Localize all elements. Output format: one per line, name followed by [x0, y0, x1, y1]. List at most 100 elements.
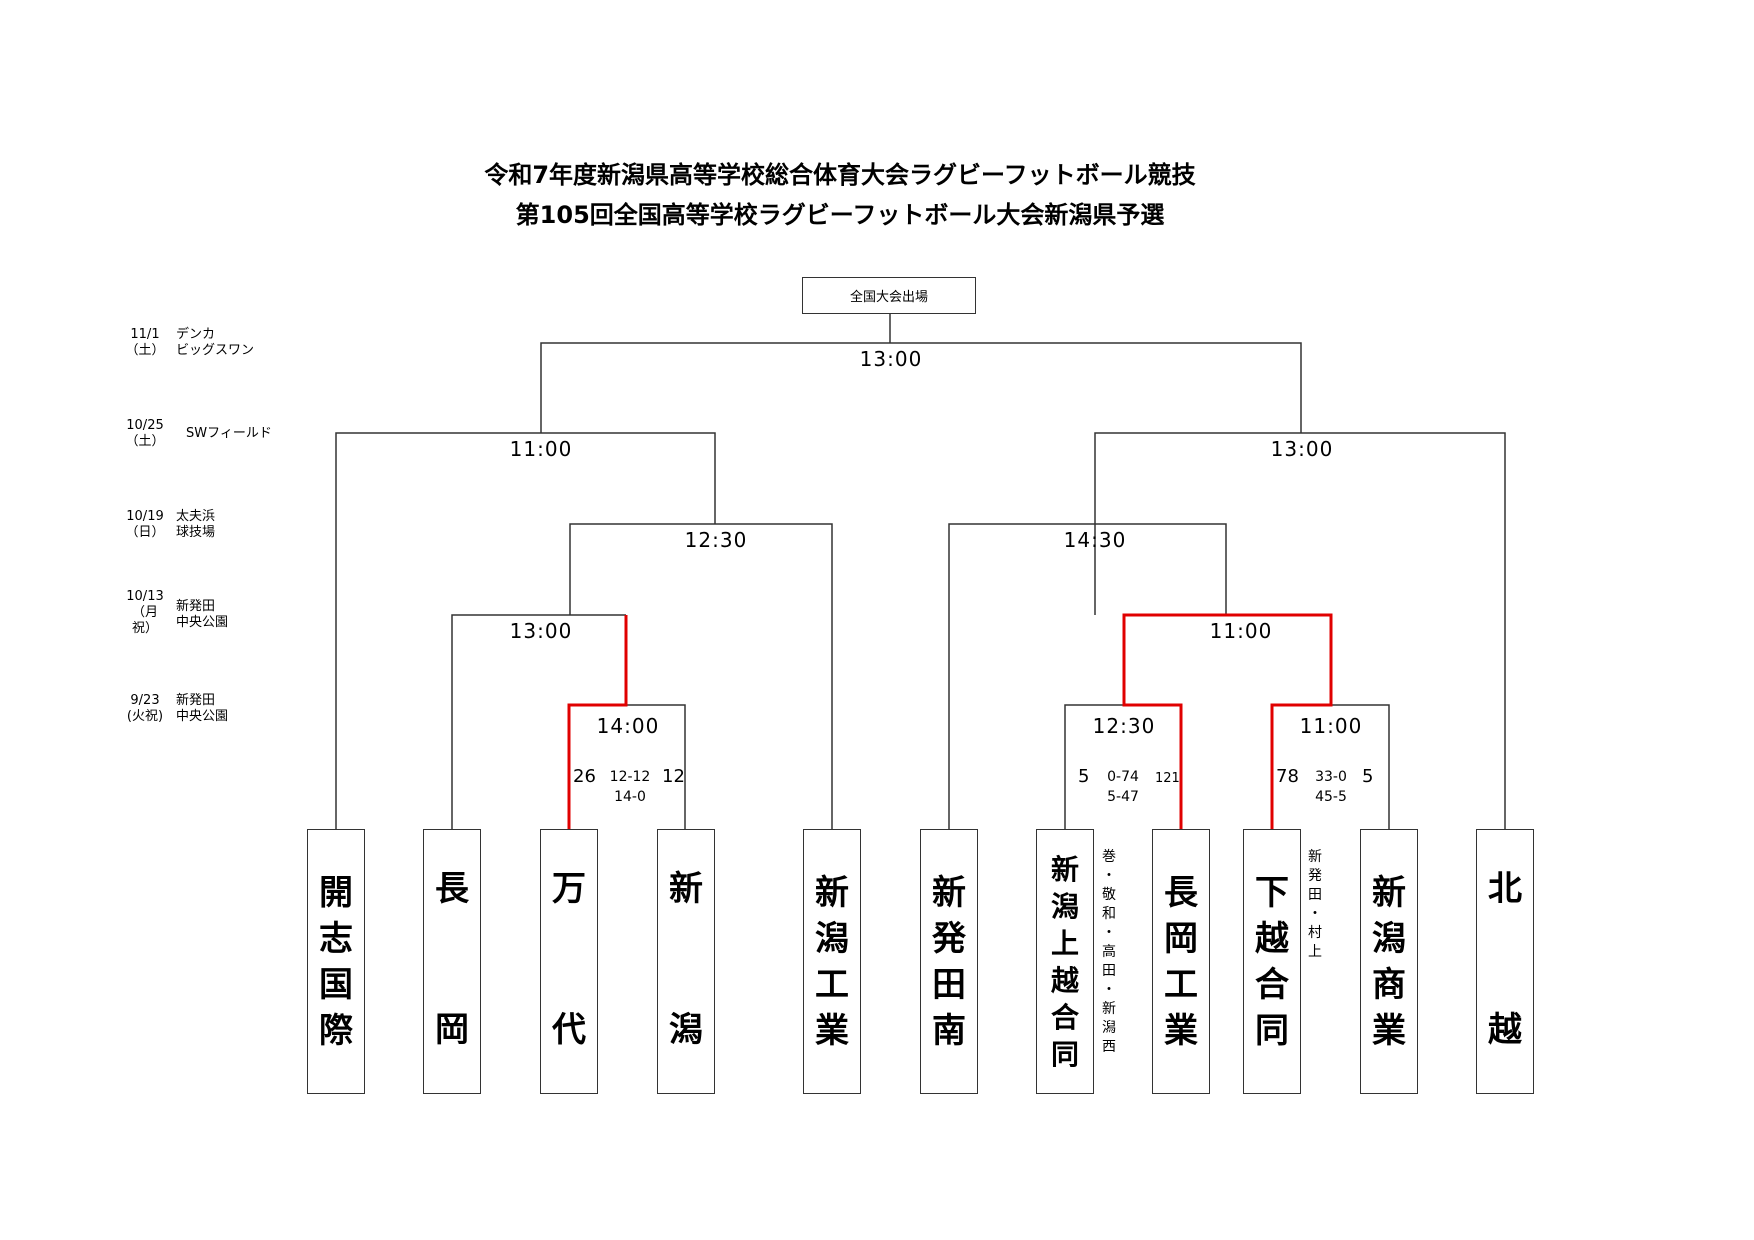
- team-name-char: 新: [932, 872, 966, 913]
- schedule-day: 祝）: [131, 621, 158, 636]
- team-box-niigata: 新 潟: [657, 829, 715, 1094]
- halftime-score-second: 5-47: [1107, 789, 1139, 805]
- team-box-niigata-shogyo: 新 潟 商 業: [1360, 829, 1418, 1094]
- halftime-score-first: 33-0: [1315, 769, 1347, 785]
- team-box-kaetsu-godo: 下 越 合 同: [1243, 829, 1301, 1094]
- bracket-line: [335, 432, 716, 829]
- bracket-line: [451, 614, 626, 829]
- schedule-day: （土）: [125, 343, 165, 358]
- team-name-char: 潟: [669, 1010, 703, 1050]
- team-note-joint-schools: 新 発 田 ・ 村 上: [1305, 848, 1325, 962]
- note-char: 上: [1308, 944, 1322, 960]
- note-char: 新: [1102, 1001, 1116, 1017]
- match-time-r1-right-a: 12:30: [1092, 714, 1156, 738]
- match-time-r1-left: 14:00: [596, 714, 660, 738]
- team-name-char: 合: [1050, 1000, 1079, 1034]
- schedule-venue: 新発田: [176, 599, 216, 614]
- schedule-date: 9/23: [130, 693, 160, 708]
- score-left: 78: [1276, 766, 1299, 787]
- team-name-char: 新: [669, 869, 703, 909]
- bracket-line: [1064, 704, 1124, 829]
- team-name-char: 潟: [1372, 918, 1406, 959]
- team-name-char: 越: [1488, 1010, 1522, 1050]
- team-name-char: 代: [552, 1010, 586, 1050]
- note-char: 新: [1308, 849, 1322, 865]
- match-time-semi-left: 11:00: [509, 437, 573, 461]
- title-line-2: 第105回全国高等学校ラグビーフットボール大会新潟県予選: [515, 201, 1165, 229]
- schedule-date: 10/19: [126, 509, 164, 524]
- match-time-qf-left: 12:30: [684, 528, 748, 552]
- bracket-line: [1094, 432, 1506, 829]
- bracket-line: [948, 523, 1227, 829]
- team-name-char: 岡: [1164, 918, 1198, 959]
- team-name-char: 田: [932, 964, 966, 1005]
- schedule-venue: 中央公園: [176, 615, 229, 630]
- halftime-score-second: 45-5: [1315, 789, 1347, 805]
- team-name-char: 新: [815, 872, 849, 913]
- team-name-char: 新: [1372, 872, 1406, 913]
- note-char: 村: [1308, 925, 1322, 941]
- note-char: 敬: [1102, 887, 1116, 903]
- score-left: 26: [573, 766, 596, 787]
- team-name-char: 業: [1372, 1010, 1406, 1051]
- team-name-char: 開: [319, 872, 353, 913]
- team-box-niigata-kogyo: 新 潟 工 業: [803, 829, 861, 1094]
- team-note-joint-schools: 巻 ・ 敬 和 ・ 高 田 ・ 新 潟 西: [1099, 848, 1119, 1057]
- team-name-char: 上: [1050, 926, 1079, 960]
- halftime-score-first: 12-12: [609, 769, 651, 785]
- team-box-niigata-joetsu-godo: 新 潟 上 越 合 同: [1036, 829, 1094, 1094]
- team-name-char: 越: [1255, 918, 1289, 959]
- national-qualifier-label: 全国大会出場: [849, 290, 928, 305]
- halftime-score-first: 0-74: [1107, 769, 1139, 785]
- note-char: ・: [1102, 982, 1116, 998]
- team-name-char: 岡: [435, 1010, 469, 1050]
- team-box-nagaoka: 長 岡: [423, 829, 481, 1094]
- schedule-date: 11/1: [130, 327, 160, 342]
- match-time-r1-right-b: 11:00: [1299, 714, 1363, 738]
- team-name-char: 潟: [1050, 889, 1079, 923]
- note-char: 和: [1102, 906, 1116, 922]
- schedule-venue: 球技場: [176, 525, 216, 540]
- schedule-date: 10/25: [126, 418, 164, 433]
- title-line-1: 令和7年度新潟県高等学校総合体育大会ラグビーフットボール競技: [484, 161, 1196, 189]
- team-name-char: 同: [1255, 1010, 1289, 1051]
- note-char: ・: [1102, 868, 1116, 884]
- team-name-char: 際: [319, 1010, 353, 1051]
- team-name-char: 合: [1255, 964, 1289, 1005]
- team-name-char: 志: [319, 918, 353, 959]
- team-name-char: 発: [932, 918, 966, 959]
- bracket-line: [540, 342, 1302, 433]
- national-qualifier-box: 全国大会出場: [802, 277, 976, 314]
- match-time-qf-right: 14:30: [1063, 528, 1127, 552]
- halftime-score-second: 14-0: [614, 789, 646, 805]
- bracket-line: [569, 523, 833, 829]
- team-name-char: 工: [815, 964, 849, 1005]
- team-box-shibata-minami: 新 発 田 南: [920, 829, 978, 1094]
- team-name-char: 南: [932, 1010, 966, 1051]
- note-char: ・: [1102, 925, 1116, 941]
- team-box-kaishi-kokusai: 開 志 国 際: [307, 829, 365, 1094]
- team-name-char: 潟: [815, 918, 849, 959]
- note-char: 潟: [1102, 1020, 1116, 1036]
- team-name-char: 長: [435, 869, 469, 909]
- note-char: 高: [1102, 944, 1116, 960]
- team-box-hokuetsu: 北 越: [1476, 829, 1534, 1094]
- bracket-line: [626, 704, 686, 829]
- schedule-venue: 中央公園: [176, 709, 229, 724]
- schedule-venue: ビッグスワン: [176, 343, 255, 358]
- team-name-char: 業: [815, 1010, 849, 1051]
- note-char: 田: [1102, 963, 1116, 979]
- team-name-char: 同: [1050, 1037, 1079, 1071]
- note-char: ・: [1308, 906, 1322, 922]
- score-right: 121: [1155, 771, 1180, 786]
- note-char: 発: [1308, 868, 1322, 884]
- team-name-char: 長: [1164, 872, 1198, 913]
- schedule-venue: デンカ: [176, 327, 216, 342]
- team-name-char: 工: [1164, 964, 1198, 1005]
- schedule-day: （月: [131, 605, 158, 620]
- team-name-char: 業: [1164, 1010, 1198, 1051]
- note-char: 巻: [1102, 849, 1116, 865]
- schedule-date: 10/13: [126, 589, 164, 604]
- schedule-venue: 太夫浜: [176, 509, 216, 524]
